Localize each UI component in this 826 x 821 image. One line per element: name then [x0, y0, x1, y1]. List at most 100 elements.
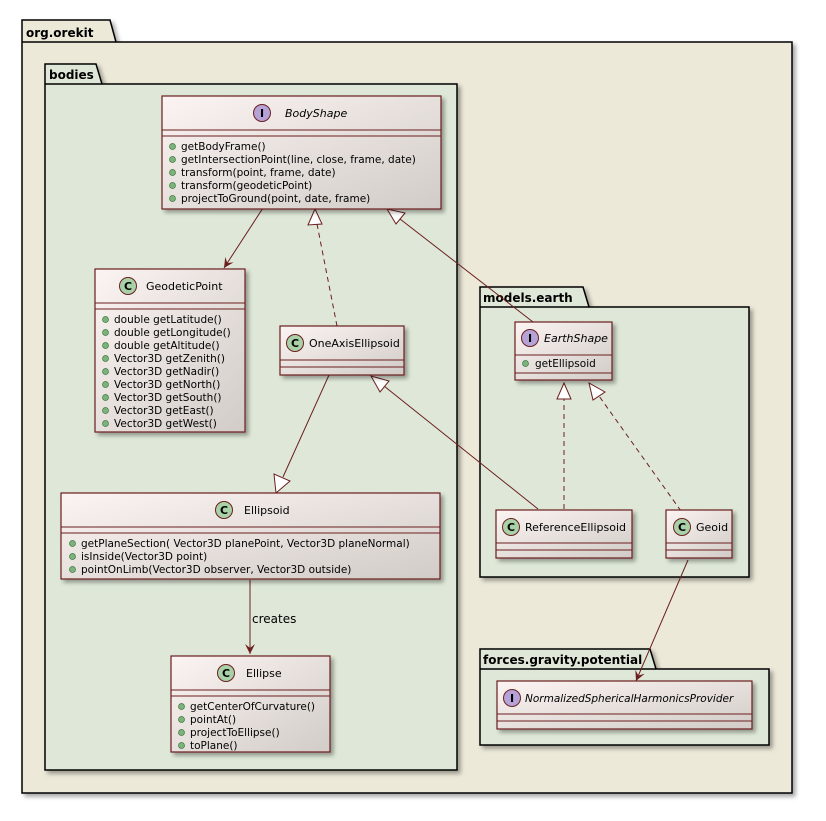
- edge-earthshape-bodyshape: [399, 218, 534, 323]
- method-row: Vector3D getZenith(): [114, 353, 225, 365]
- interface-stereotype-icon: [253, 104, 271, 122]
- stereotype-letter: C: [124, 280, 132, 293]
- class-name: GeodeticPoint: [146, 280, 223, 293]
- method-row: double getLatitude(): [114, 314, 222, 326]
- realization-arrowhead-earthshape-1: [556, 381, 572, 400]
- method-row: getEllipsoid: [535, 358, 596, 370]
- method-row: transform(point, frame, date): [181, 167, 336, 179]
- public-method-icon: [102, 316, 109, 323]
- method-list: getPlaneSection( Vector3D planePoint, Ve…: [69, 538, 410, 576]
- public-method-icon: [178, 742, 185, 749]
- edge-referenceellipsoid-oneaxisellipsoid: [383, 385, 539, 510]
- method-row: toPlane(): [190, 740, 238, 752]
- class-name: Ellipsoid: [244, 504, 290, 517]
- public-method-icon: [102, 355, 109, 362]
- public-method-icon: [69, 540, 76, 547]
- package-bodies: [44, 63, 458, 771]
- generalization-arrowhead-oneaxisellipsoid: [369, 375, 390, 393]
- method-row: transform(geodeticPoint): [181, 180, 312, 192]
- relationship-edges: [223, 207, 689, 682]
- public-method-icon: [102, 407, 109, 414]
- class-name: OneAxisEllipsoid: [309, 337, 400, 350]
- stereotype-letter: C: [220, 504, 228, 517]
- class-stereotype-icon: [215, 501, 233, 519]
- stereotype-letter: I: [510, 692, 514, 705]
- realization-arrowhead-earthshape-2: [588, 382, 606, 401]
- class-name: BodyShape: [285, 107, 347, 120]
- method-row: getCenterOfCurvature(): [190, 701, 315, 713]
- public-method-icon: [178, 729, 185, 736]
- method-list: double getLatitude() double getLongitude…: [102, 314, 231, 430]
- class-stereotype-icon: [673, 518, 691, 536]
- package-title-org-orekit: org.orekit: [26, 26, 94, 40]
- method-row: projectToEllipse(): [190, 727, 280, 739]
- public-method-icon: [178, 716, 185, 723]
- class-earthshape[interactable]: I EarthShape getEllipsoid: [514, 321, 613, 381]
- public-method-icon: [169, 195, 176, 202]
- interface-stereotype-icon: [521, 329, 539, 347]
- method-row: Vector3D getSouth(): [114, 392, 222, 404]
- method-row: projectToGround(point, date, frame): [181, 193, 370, 205]
- package-title-models-earth: models.earth: [483, 291, 573, 305]
- interface-stereotype-icon: [503, 689, 521, 707]
- generalization-arrowhead-ellipsoid: [273, 473, 291, 494]
- method-row: Vector3D getNadir(): [114, 366, 219, 378]
- stereotype-letter: C: [222, 667, 230, 680]
- realization-arrowhead-bodyshape: [307, 207, 323, 226]
- method-row: double getAltitude(): [114, 340, 220, 352]
- public-method-icon: [102, 394, 109, 401]
- method-row: getBodyFrame(): [181, 141, 266, 153]
- method-list: getCenterOfCurvature() pointAt() project…: [178, 701, 315, 752]
- class-stereotype-icon: [217, 664, 235, 682]
- class-geodeticpoint[interactable]: C GeodeticPoint double getLatitude() dou…: [94, 268, 246, 433]
- method-list: getBodyFrame() getIntersectionPoint(line…: [169, 141, 416, 205]
- method-list: getEllipsoid: [522, 358, 596, 370]
- edge-bodyshape-geodeticpoint: [223, 207, 264, 269]
- edge-geoid-earthshape: [598, 395, 682, 512]
- class-oneaxisellipsoid[interactable]: C OneAxisEllipsoid: [279, 325, 405, 376]
- method-row: pointAt(): [190, 714, 236, 726]
- stereotype-letter: I: [528, 332, 532, 345]
- class-stereotype-icon: [119, 277, 137, 295]
- package-title-bodies: bodies: [49, 68, 94, 82]
- edge-geoid-normalizedshprovider: [635, 559, 689, 682]
- method-row: pointOnLimb(Vector3D observer, Vector3D …: [81, 564, 351, 576]
- class-stereotype-icon: [502, 518, 520, 536]
- method-row: getIntersectionPoint(line, close, frame,…: [181, 154, 416, 166]
- method-row: Vector3D getWest(): [114, 418, 217, 430]
- method-row: Vector3D getEast(): [114, 405, 214, 417]
- class-geoid[interactable]: C Geoid: [665, 509, 733, 559]
- generalization-arrowhead-bodyshape: [385, 208, 406, 225]
- public-method-icon: [169, 143, 176, 150]
- edge-label-creates: creates: [252, 612, 296, 626]
- public-method-icon: [178, 703, 185, 710]
- class-stereotype-icon: [286, 334, 304, 352]
- class-bodyshape[interactable]: I BodyShape getBodyFrame() getIntersecti…: [161, 95, 442, 210]
- public-method-icon: [169, 169, 176, 176]
- method-row: isInside(Vector3D point): [81, 551, 207, 563]
- method-row: getPlaneSection( Vector3D planePoint, Ve…: [81, 538, 410, 550]
- edge-oneaxisellipsoid-ellipsoid: [282, 374, 330, 478]
- class-name: NormalizedSphericalHarmonicsProvider: [525, 693, 734, 705]
- class-referenceellipsoid[interactable]: C ReferenceEllipsoid: [495, 509, 633, 559]
- public-method-icon: [522, 360, 529, 367]
- public-method-icon: [102, 420, 109, 427]
- public-method-icon: [69, 553, 76, 560]
- public-method-icon: [102, 368, 109, 375]
- public-method-icon: [169, 156, 176, 163]
- public-method-icon: [169, 182, 176, 189]
- method-row: double getLongitude(): [114, 327, 231, 339]
- public-method-icon: [69, 566, 76, 573]
- stereotype-letter: C: [507, 521, 515, 534]
- class-ellipsoid[interactable]: C Ellipsoid getPlaneSection( Vector3D pl…: [60, 492, 441, 580]
- class-ellipse[interactable]: C Ellipse getCenterOfCurvature() pointAt…: [170, 655, 331, 753]
- stereotype-letter: C: [678, 521, 686, 534]
- method-row: Vector3D getNorth(): [114, 379, 220, 391]
- public-method-icon: [102, 342, 109, 349]
- class-name: Ellipse: [246, 667, 282, 680]
- class-normalizedsphericalharmonicsprovider[interactable]: I NormalizedSphericalHarmonicsProvider: [496, 680, 753, 730]
- stereotype-letter: I: [260, 107, 264, 120]
- stereotype-letter: C: [291, 337, 299, 350]
- class-name: ReferenceEllipsoid: [525, 521, 626, 534]
